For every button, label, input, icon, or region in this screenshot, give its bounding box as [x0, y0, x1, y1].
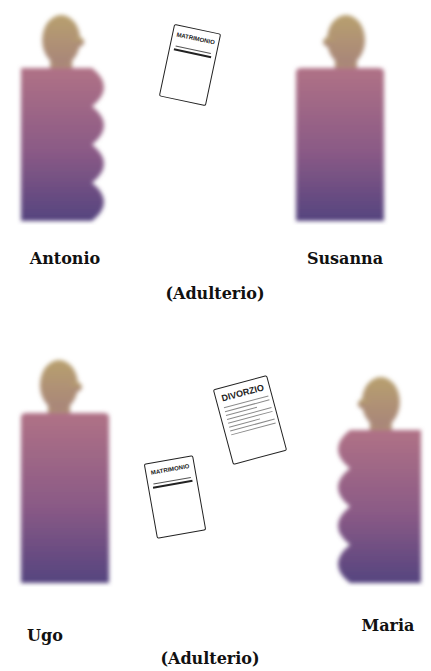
person-silhouette	[322, 372, 427, 587]
relation-label: (Adulterio)	[160, 649, 259, 668]
document-title: MATRIMONIO	[172, 31, 218, 46]
person-name: Antonio	[30, 249, 101, 268]
document-title: MATRIMONIO	[146, 462, 194, 476]
person-name: Ugo	[27, 626, 63, 645]
person-silhouette	[290, 10, 390, 225]
person-figure: Ugo	[15, 355, 115, 587]
document-sheet: MATRIMONIO	[144, 455, 206, 539]
document-sheet: MATRIMONIO	[159, 24, 221, 106]
person-name: Maria	[362, 616, 415, 635]
person-silhouette	[15, 10, 120, 225]
person-name: Susanna	[307, 249, 383, 268]
document-sheet: DIVORZIO	[213, 375, 287, 465]
person-figure: Antonio	[15, 10, 120, 225]
person-figure: Maria	[322, 372, 427, 587]
person-silhouette	[15, 355, 115, 587]
person-figure: Susanna	[290, 10, 390, 225]
relation-label: (Adulterio)	[165, 284, 264, 303]
